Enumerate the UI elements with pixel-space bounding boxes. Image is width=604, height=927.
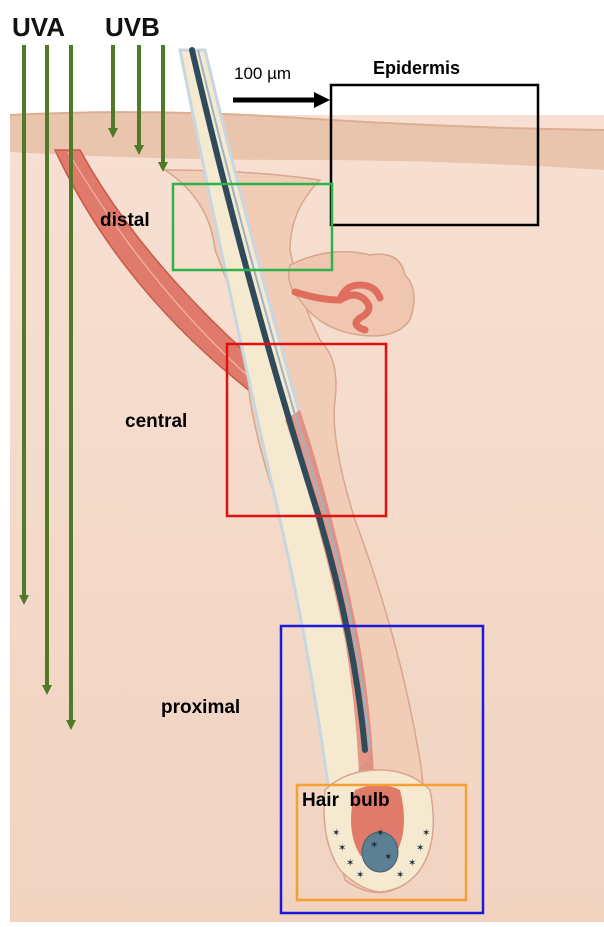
- svg-text:✶: ✶: [356, 870, 364, 881]
- svg-text:✶: ✶: [396, 870, 404, 881]
- svg-text:✶: ✶: [422, 828, 430, 839]
- svg-text:✶: ✶: [332, 828, 340, 839]
- svg-text:✶: ✶: [408, 858, 416, 869]
- svg-text:✶: ✶: [346, 858, 354, 869]
- distal-label: distal: [100, 210, 150, 231]
- svg-text:✶: ✶: [338, 843, 346, 854]
- uvb-label: UVB: [105, 12, 160, 42]
- svg-text:✶: ✶: [376, 828, 384, 839]
- scale-bar-label: 100 µm: [234, 64, 291, 83]
- uva-label: UVA: [12, 12, 65, 42]
- proximal-label: proximal: [161, 697, 240, 718]
- svg-text:✶: ✶: [416, 843, 424, 854]
- hair-bulb-label: Hair bulb: [302, 790, 390, 811]
- svg-text:✶: ✶: [370, 840, 378, 851]
- central-label: central: [125, 411, 187, 432]
- epidermis-label: Epidermis: [373, 58, 460, 78]
- svg-text:✶: ✶: [384, 852, 392, 863]
